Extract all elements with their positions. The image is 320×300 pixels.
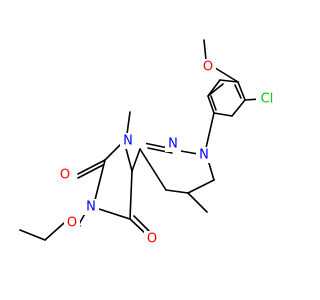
svg-text:O: O [67,216,77,231]
aryl-bond-1 [237,81,246,101]
aryl-bond-6 [231,99,246,117]
c2-o-double-1 [77,159,106,175]
c2-n3-bond [94,159,106,201]
svg-text:O: O [60,168,70,183]
atom-o-c2: O [57,167,73,183]
c2-o-double-2 [77,164,104,179]
o-ethyl-bond [44,222,65,241]
aryl-bond-5 [213,112,233,117]
aryl-double-1 [234,84,242,99]
c4-o-double-2 [133,215,150,232]
n-bridge-c5a-bond [131,148,141,172]
c11-c12-bond [165,189,189,194]
n9-c10-bond [207,159,215,181]
c10-c11-bond [187,179,215,194]
ethyl-bond [19,229,46,241]
aryl-bond-3 [207,79,221,97]
aryl-double-2 [210,95,217,111]
n-imine-double-2 [147,147,173,154]
c-o-methoxy-bond [211,65,239,83]
atom-o-ether: O [64,215,80,231]
svg-text:Cl: Cl [261,92,274,107]
aryl-double-3 [207,83,224,97]
svg-text:O: O [147,232,157,247]
aryl-bond-4 [207,95,215,114]
c12-n-bridge-bond [139,148,167,191]
svg-text:O: O [203,60,213,75]
svg-text:N: N [199,148,209,163]
atom-o-c4: O [144,231,160,247]
svg-text:N: N [86,200,96,215]
n3-c4-bond [98,208,131,220]
c11-methyl-bond [187,192,208,213]
c4-c4a-bond [129,170,133,220]
svg-text:N: N [168,137,178,152]
atom-n-imine: N [165,136,181,152]
molecule-structure: Cl O N N N N O O [19,39,278,247]
atom-n1: N [120,133,136,149]
svg-text:N: N [123,134,133,149]
bonds [19,39,261,241]
atom-cl: Cl [256,91,278,107]
atom-labels: Cl O N N N N O O [57,59,278,247]
n1-methyl-bond [126,111,131,135]
atom-n3: N [83,199,99,215]
atom-o-methoxy: O [200,59,216,75]
aryl-n9-bond [205,112,215,149]
aryl-bond-2 [219,79,239,83]
atom-n9: N [196,147,212,163]
o-methyl-bond [203,39,207,61]
